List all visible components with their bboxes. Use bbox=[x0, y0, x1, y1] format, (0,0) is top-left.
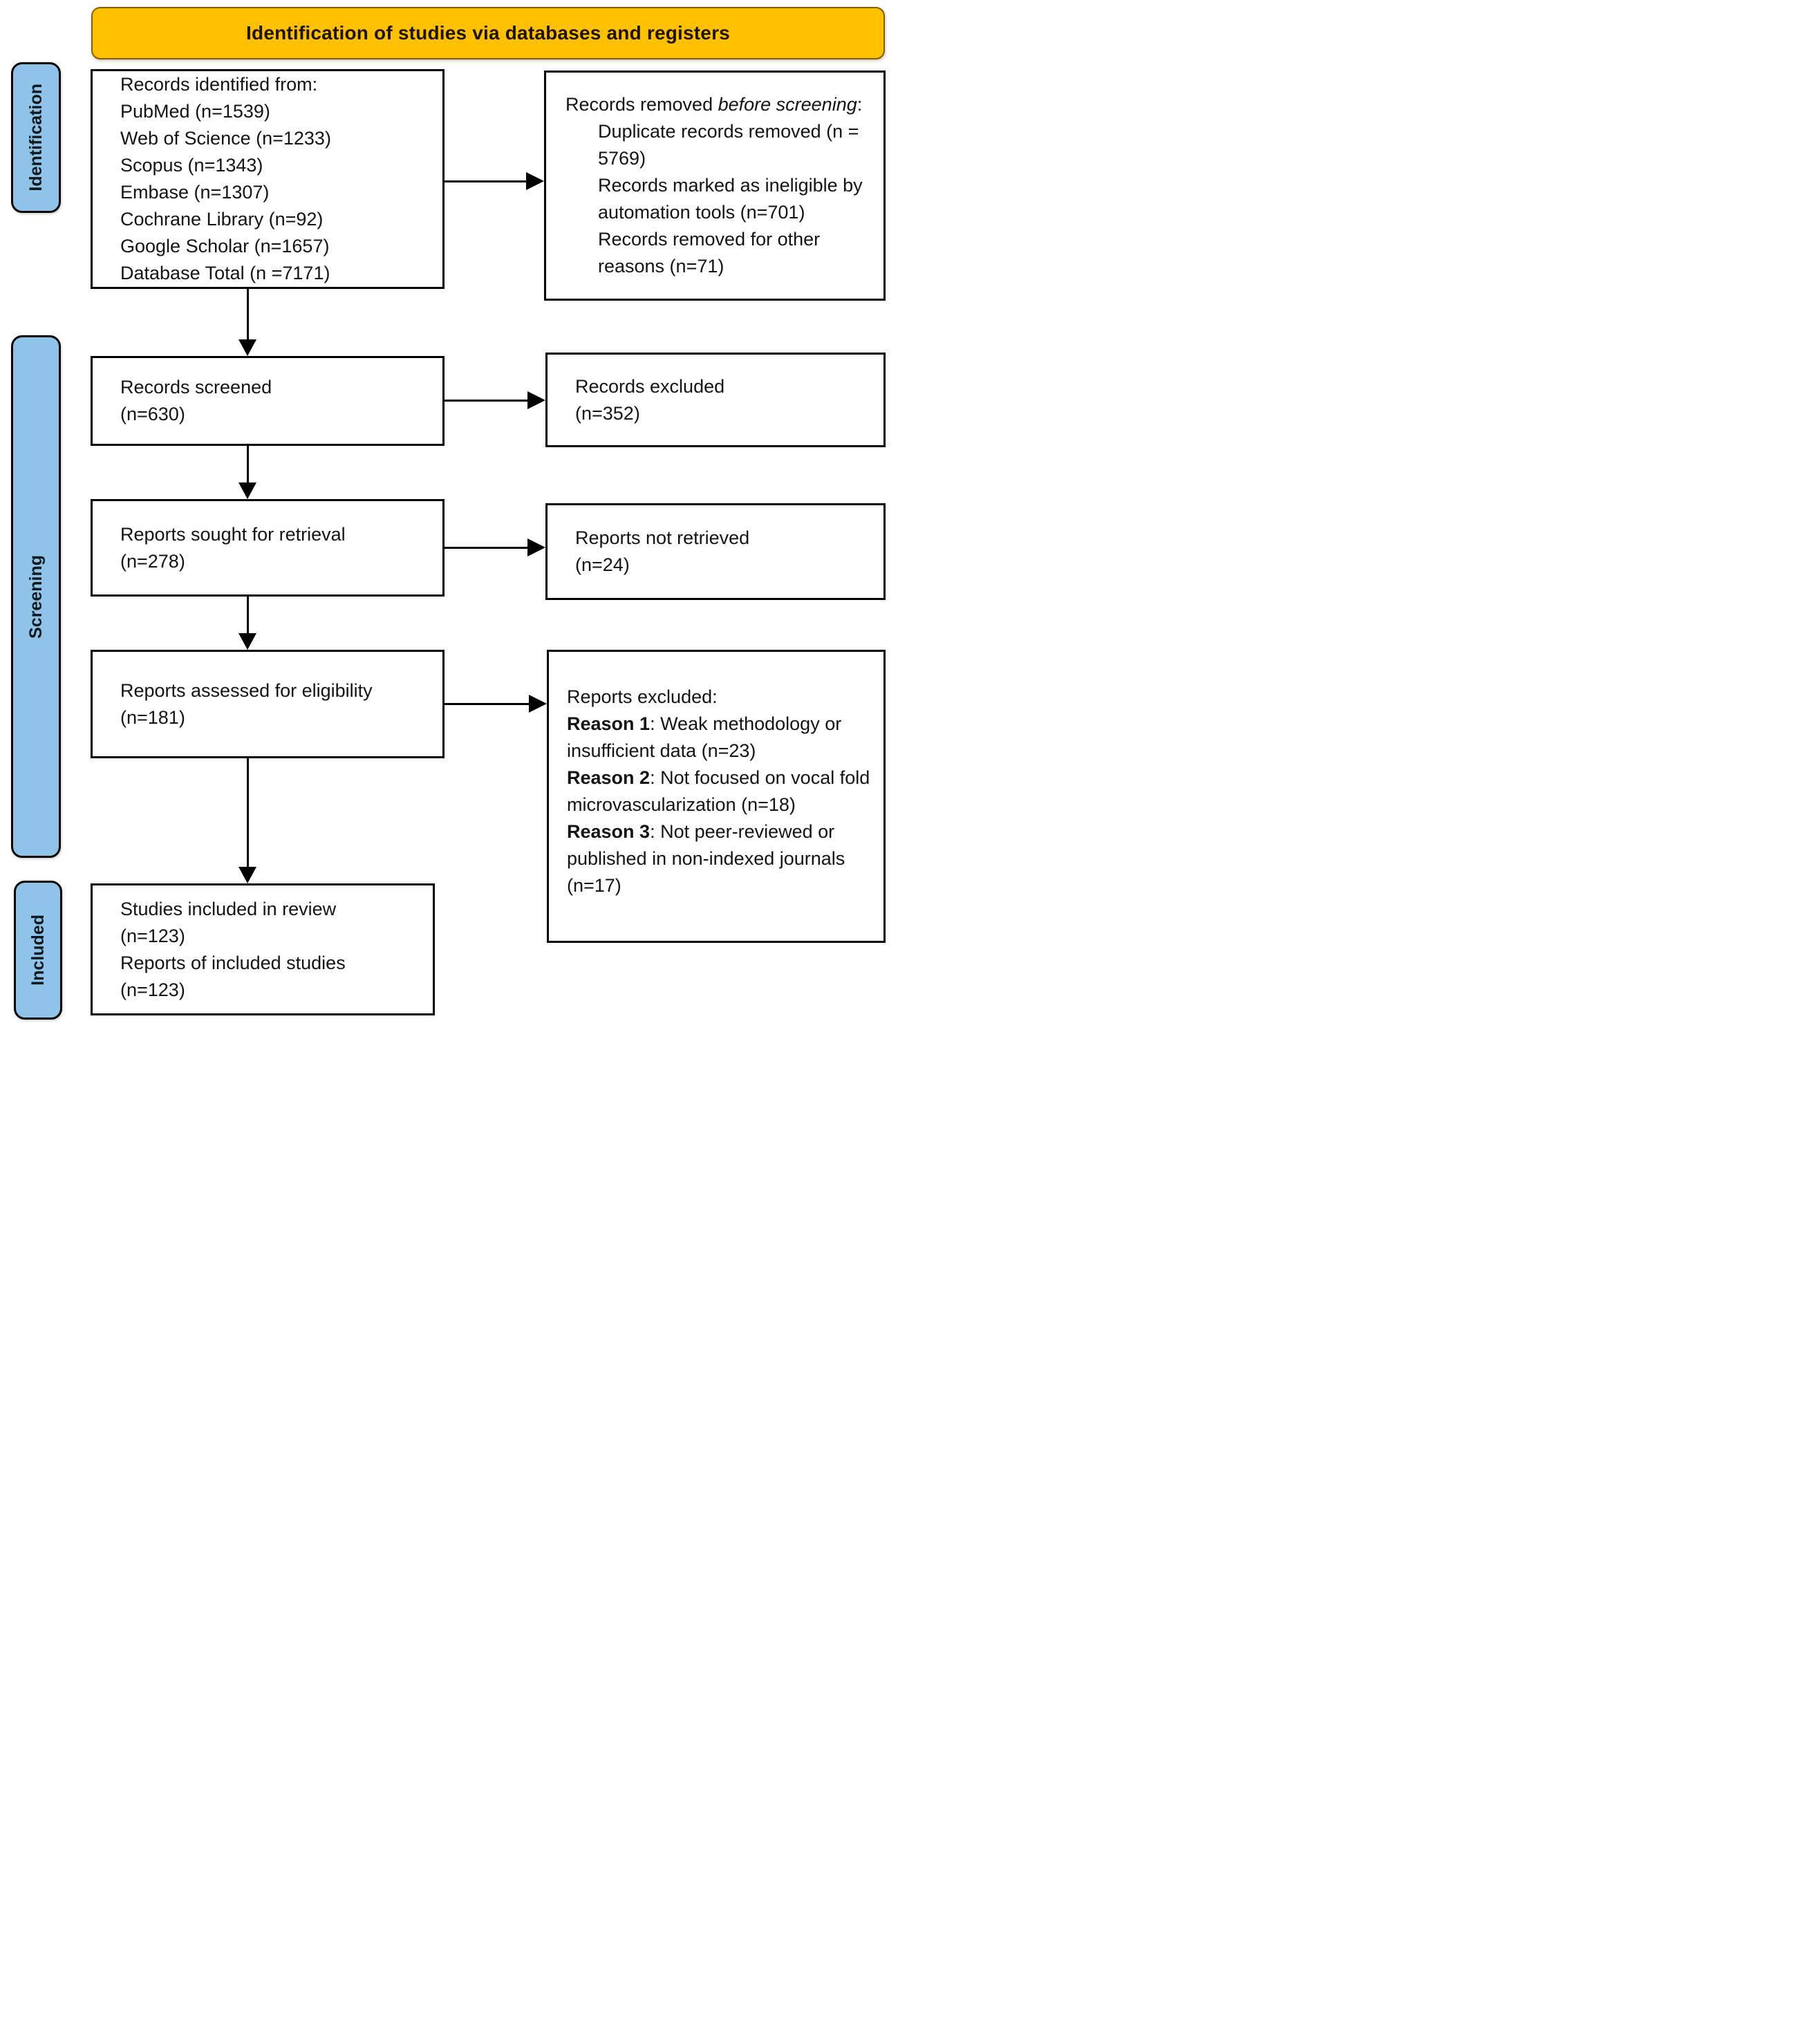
reports-assessed-count: (n=181) bbox=[120, 706, 185, 728]
reports-not-retrieved-label: Reports not retrieved bbox=[575, 527, 750, 548]
arrowhead-down-icon bbox=[238, 482, 256, 499]
header-banner: Identification of studies via databases … bbox=[91, 7, 885, 59]
records-removed-intro: Records removed before screening: bbox=[565, 94, 863, 115]
studies-included-line: Studies included in review bbox=[120, 898, 337, 919]
arrowhead-right-icon bbox=[527, 538, 545, 556]
reports-excluded-title: Reports excluded: bbox=[567, 686, 718, 707]
box-records-removed-before-screening: Records removed before screening: Duplic… bbox=[544, 71, 886, 301]
arrow-line bbox=[445, 180, 529, 182]
studies-included-line: (n=123) bbox=[120, 979, 185, 1000]
reports-excluded-reason: Reason 3: Not peer-reviewed or published… bbox=[567, 818, 874, 899]
records-identified-line: PubMed (n=1539) bbox=[120, 101, 270, 122]
reports-sought-count: (n=278) bbox=[120, 550, 185, 572]
records-excluded-label: Records excluded bbox=[575, 375, 725, 397]
records-removed-item: Records removed for other reasons (n=71) bbox=[598, 229, 821, 276]
reason-2-label: Reason 2 bbox=[567, 767, 651, 788]
page-title: Identification of studies via databases … bbox=[246, 22, 730, 44]
records-excluded-count: (n=352) bbox=[575, 402, 640, 424]
arrow-line bbox=[247, 758, 249, 868]
studies-included-line: Reports of included studies bbox=[120, 952, 346, 973]
records-identified-line: Records identified from: bbox=[120, 74, 318, 95]
records-identified-line: Scopus (n=1343) bbox=[120, 155, 263, 176]
stage-label-screening-text: Screening bbox=[26, 554, 46, 639]
box-reports-assessed: Reports assessed for eligibility (n=181) bbox=[91, 650, 445, 758]
records-removed-item: Records marked as ineligible by automati… bbox=[598, 175, 863, 223]
stage-label-identification: Identification bbox=[11, 62, 61, 213]
arrowhead-down-icon bbox=[238, 867, 256, 883]
arrowhead-right-icon bbox=[526, 172, 544, 190]
records-identified-line: Cochrane Library (n=92) bbox=[120, 209, 324, 229]
records-identified-line: Web of Science (n=1233) bbox=[120, 128, 331, 149]
arrow-line bbox=[445, 400, 529, 402]
box-records-identified: Records identified from: PubMed (n=1539)… bbox=[91, 69, 445, 289]
reports-not-retrieved-count: (n=24) bbox=[575, 554, 630, 575]
records-identified-line: Database Total (n =7171) bbox=[120, 263, 330, 283]
records-removed-item: Duplicate records removed (n = 5769) bbox=[598, 121, 859, 169]
arrow-line bbox=[445, 703, 530, 705]
reports-excluded-reason: Reason 2: Not focused on vocal fold micr… bbox=[567, 765, 874, 818]
stage-label-screening: Screening bbox=[11, 335, 61, 858]
arrowhead-right-icon bbox=[529, 695, 547, 713]
box-records-excluded: Records excluded (n=352) bbox=[545, 353, 886, 447]
reports-assessed-label: Reports assessed for eligibility bbox=[120, 679, 373, 701]
box-reports-sought: Reports sought for retrieval (n=278) bbox=[91, 499, 445, 597]
records-identified-line: Embase (n=1307) bbox=[120, 182, 270, 203]
reason-3-label: Reason 3 bbox=[567, 821, 651, 842]
reason-2-text: : Not focused on vocal fold microvascula… bbox=[567, 767, 870, 815]
arrowhead-down-icon bbox=[238, 633, 256, 650]
records-screened-count: (n=630) bbox=[120, 404, 185, 424]
stage-label-identification-text: Identification bbox=[26, 84, 46, 191]
stage-label-included: Included bbox=[14, 881, 62, 1020]
arrow-line bbox=[247, 597, 249, 635]
arrow-line bbox=[247, 446, 249, 484]
reason-1-label: Reason 1 bbox=[567, 713, 651, 734]
stage-label-included-text: Included bbox=[28, 915, 48, 986]
records-screened-label: Records screened bbox=[120, 377, 272, 397]
arrowhead-down-icon bbox=[238, 339, 256, 356]
arrow-line bbox=[445, 547, 529, 549]
reports-excluded-reason: Reason 1: Weak methodology or insufficie… bbox=[567, 711, 874, 765]
reason-3-text: : Not peer-reviewed or published in non-… bbox=[567, 821, 845, 896]
records-identified-line: Google Scholar (n=1657) bbox=[120, 236, 330, 256]
box-studies-included: Studies included in review (n=123) Repor… bbox=[91, 883, 435, 1015]
reports-sought-label: Reports sought for retrieval bbox=[120, 523, 346, 545]
box-reports-excluded-reasons: Reports excluded: Reason 1: Weak methodo… bbox=[547, 650, 886, 943]
arrowhead-right-icon bbox=[527, 391, 545, 409]
arrow-line bbox=[247, 289, 249, 341]
prisma-flow-diagram: Identification of studies via databases … bbox=[0, 0, 898, 1022]
box-reports-not-retrieved: Reports not retrieved (n=24) bbox=[545, 503, 886, 600]
studies-included-line: (n=123) bbox=[120, 925, 185, 946]
records-removed-intro-italic: before screening bbox=[718, 94, 857, 115]
reason-1-text: : Weak methodology or insufficient data … bbox=[567, 713, 842, 761]
box-records-screened: Records screened (n=630) bbox=[91, 356, 445, 446]
